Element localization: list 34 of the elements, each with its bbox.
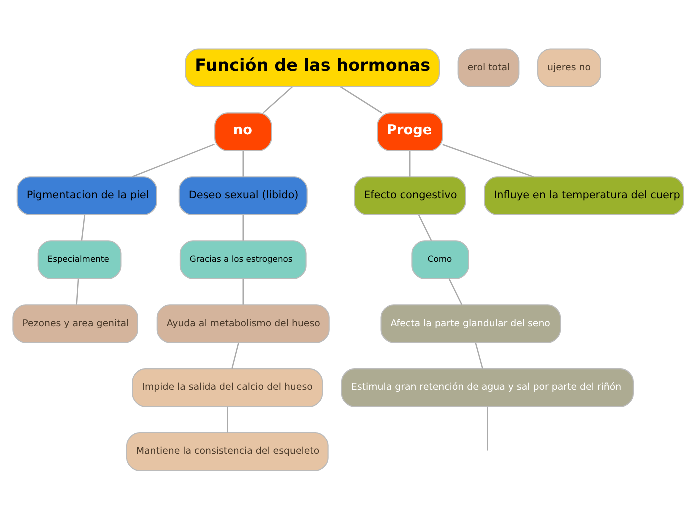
connector — [80, 214, 86, 241]
node-box: Gracias a los estrogenos — [179, 240, 306, 280]
node-box: ujeres no — [537, 48, 601, 88]
connector — [408, 151, 410, 177]
connector — [448, 278, 462, 306]
node-box: Estimula gran retención de agua y sal por parte del riñón — [340, 368, 634, 408]
connector — [474, 342, 483, 369]
connector — [262, 86, 292, 114]
connector — [242, 151, 244, 177]
node-box: Proge — [376, 112, 443, 152]
connector — [76, 278, 79, 305]
connector — [242, 278, 244, 305]
node-box: Función de las hormonas — [184, 48, 440, 88]
node-box: Influye en la temperatura del cuerp — [484, 176, 684, 216]
connector — [418, 214, 432, 242]
connector — [226, 406, 228, 433]
node-box: Efecto congestivo — [354, 176, 466, 216]
node-box: Pezones y area genital — [12, 304, 138, 344]
connector — [340, 86, 382, 114]
node-box: no — [214, 112, 272, 152]
connector — [242, 214, 244, 241]
connector — [442, 144, 534, 178]
node-box: Como — [411, 240, 469, 280]
node-box: Pigmentacion de la piel — [16, 176, 157, 216]
node-box: Impide la salida del calcio del hueso — [132, 368, 323, 408]
connector — [131, 144, 214, 178]
node-box: Ayuda al metabolismo del hueso — [156, 304, 330, 344]
connector — [231, 342, 239, 369]
node-box: Afecta la parte glandular del seno — [380, 304, 561, 344]
connector — [486, 406, 488, 451]
node-box: Deseo sexual (libido) — [178, 176, 308, 216]
node-box: Especialmente — [37, 240, 122, 280]
node-box: erol total — [457, 48, 520, 88]
node-box: Mantiene la consistencia del esqueleto — [126, 432, 328, 472]
